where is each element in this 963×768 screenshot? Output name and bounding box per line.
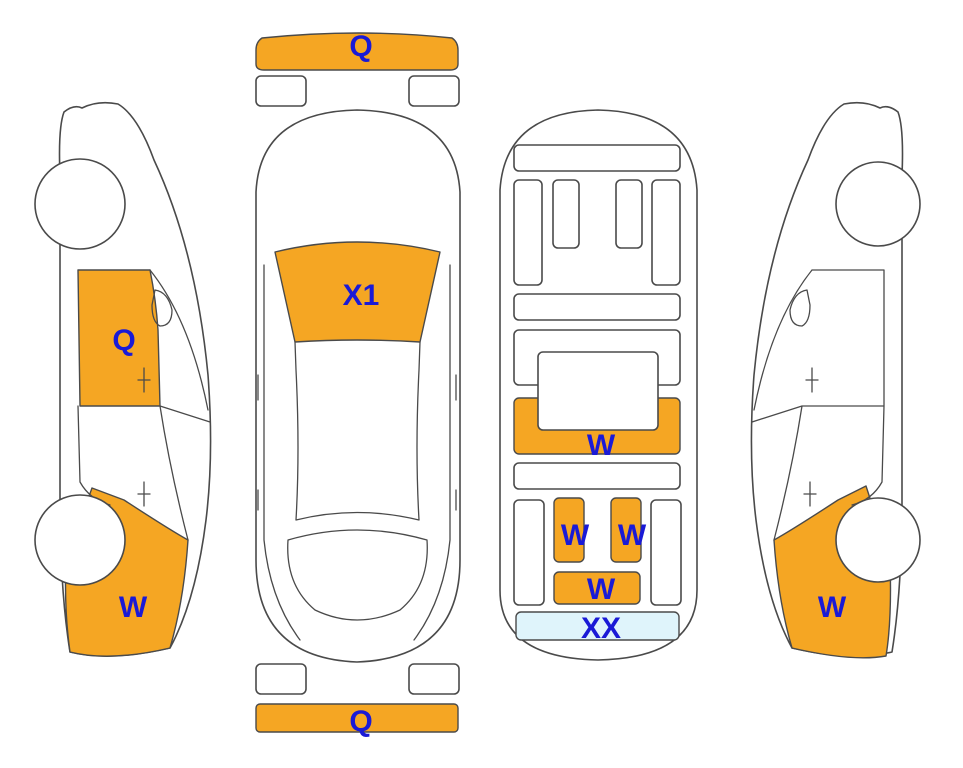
- top-view-cabin-lines: [263, 264, 451, 641]
- right-front-wheel: [835, 161, 921, 247]
- left-rear-quarter-label: W: [119, 591, 148, 624]
- top-view-body-outline: [255, 109, 461, 663]
- underbody-center-tunnel: [537, 351, 659, 431]
- underbody-firewall-crossmember: [513, 293, 681, 321]
- underbody-front-right-rail: [651, 179, 681, 286]
- underbody-rear-left-rail: [513, 499, 545, 606]
- floor-rear-right-label: W: [618, 519, 647, 552]
- right-side-view: W: [750, 101, 921, 659]
- right-front-handle: [805, 367, 819, 393]
- right-rear-handle: [803, 481, 817, 507]
- top-view-side-mirrors: [257, 374, 457, 511]
- floor-rear-lower-region[interactable]: [553, 571, 641, 605]
- underbody-view: W W W W XX: [499, 109, 698, 661]
- left-rear-wheel: [34, 494, 126, 586]
- right-side-window-line: [751, 269, 885, 541]
- rear-left-taillight: [255, 663, 307, 695]
- floor-tail-panel-label: XX: [581, 612, 621, 645]
- underbody-rear-crossmember: [513, 462, 681, 490]
- right-mirror-outline: [789, 289, 811, 327]
- floor-center-crossmember-label: W: [587, 429, 616, 462]
- left-front-door-region[interactable]: [77, 269, 161, 407]
- left-front-wheel: [34, 158, 126, 250]
- underbody-rear-right-rail: [650, 499, 682, 606]
- rear-right-taillight: [408, 663, 460, 695]
- rear-bumper-label: Q: [349, 705, 372, 738]
- floor-rear-left-label: W: [561, 519, 590, 552]
- windshield-label: X1: [343, 279, 380, 312]
- right-rear-quarter-label: W: [818, 591, 847, 624]
- front-bumper-region[interactable]: [255, 32, 459, 71]
- underbody-front-crossmember: [513, 144, 681, 172]
- floor-rear-lower-label: W: [587, 573, 616, 606]
- right-rear-wheel: [835, 497, 921, 583]
- left-mirror-outline: [151, 289, 173, 327]
- left-side-window-line: [77, 269, 211, 541]
- front-bumper-label: Q: [349, 30, 372, 63]
- front-right-headlight: [408, 75, 460, 107]
- floor-rear-left-region[interactable]: [553, 497, 585, 563]
- windshield-region[interactable]: [274, 241, 441, 343]
- top-view: Q X1 Q: [255, 30, 461, 738]
- floor-rear-right-region[interactable]: [610, 497, 642, 563]
- floor-tail-panel-region[interactable]: [515, 611, 680, 641]
- left-rear-handle: [137, 481, 151, 507]
- underbody-front-left-rail: [513, 179, 543, 286]
- left-front-handle: [137, 367, 151, 393]
- left-front-door-label: Q: [112, 324, 135, 357]
- left-side-view: Q W: [34, 101, 212, 657]
- underbody-front-right-mount: [615, 179, 643, 249]
- underbody-front-left-mount: [552, 179, 580, 249]
- front-left-headlight: [255, 75, 307, 107]
- rear-bumper-region[interactable]: [255, 703, 459, 733]
